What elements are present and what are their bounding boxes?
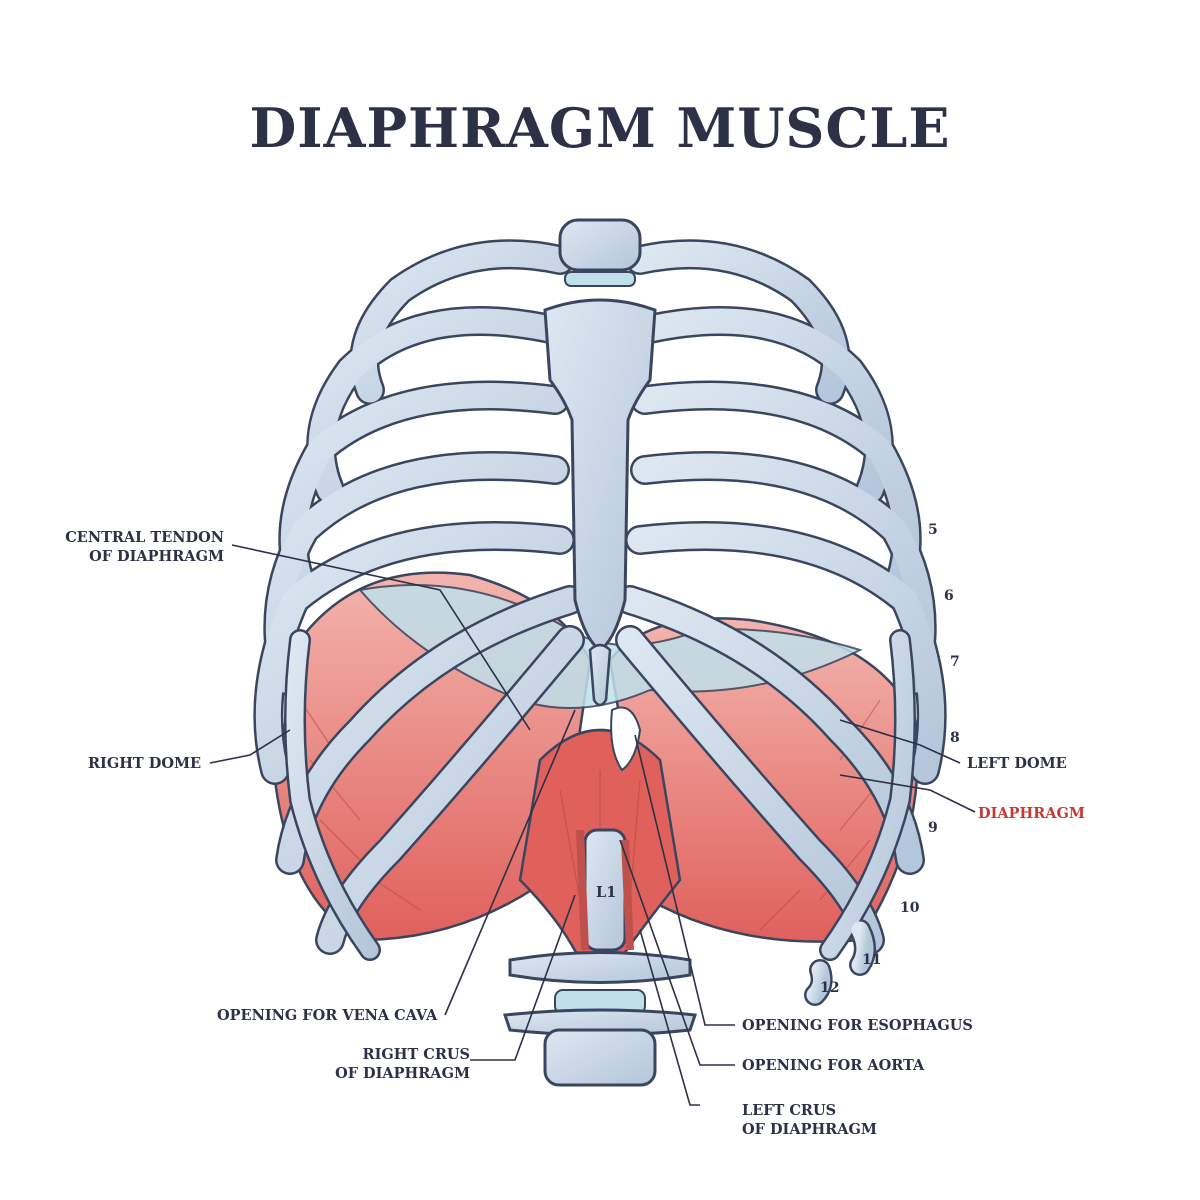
rib-number-5: 5 [928, 522, 938, 538]
rib-number-9: 9 [928, 820, 938, 836]
sternum [543, 298, 657, 707]
rib-number-8: 8 [950, 730, 960, 746]
rib-number-10: 10 [900, 900, 920, 916]
rib-number-12: 12 [820, 980, 840, 996]
label-left-crus: LEFT CRUS OF DIAPHRAGM [742, 1102, 877, 1138]
rib-number-6: 6 [944, 588, 954, 604]
rib-number-11: 11 [862, 952, 882, 968]
leader-lines [209, 544, 976, 1106]
page-title: DIAPHRAGM MUSCLE [249, 96, 951, 160]
lumbar-spine [502, 828, 698, 1087]
spine-top [558, 218, 642, 287]
rib-number-7: 7 [950, 654, 960, 670]
label-l1-vertebra: L1 [596, 884, 617, 901]
label-left-dome: LEFT DOME [967, 755, 1067, 772]
label-esophagus: OPENING FOR ESOPHAGUS [742, 1017, 973, 1034]
label-right-dome: RIGHT DOME [88, 755, 202, 772]
esophagus-opening [610, 706, 642, 772]
label-vena-cava: OPENING FOR VENA CAVA [217, 1007, 438, 1024]
label-right-crus: RIGHT CRUS OF DIAPHRAGM [335, 1046, 470, 1082]
label-central-tendon: CENTRAL TENDON OF DIAPHRAGM [65, 529, 224, 565]
ribs [253, 239, 947, 1006]
label-diaphragm: DIAPHRAGM [978, 805, 1085, 822]
label-aorta: OPENING FOR AORTA [742, 1057, 925, 1074]
